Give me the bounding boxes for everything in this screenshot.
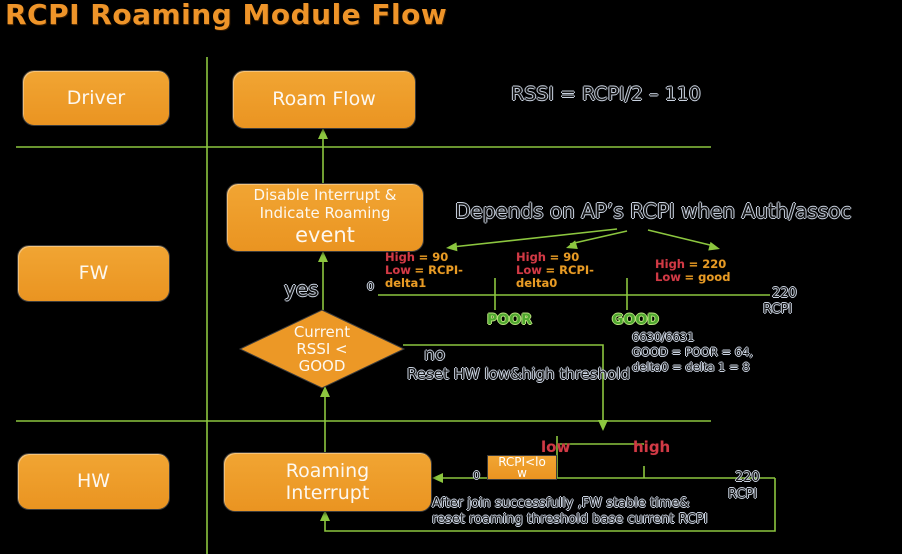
after-join-text: After join successfully ,FW stable time&…	[432, 496, 708, 527]
arrowhead-depends-mid	[566, 240, 578, 249]
disable-interrupt-line3: event	[295, 222, 355, 247]
lane-driver-box: Driver	[22, 70, 170, 126]
depends-arrow-right	[647, 229, 715, 247]
fw-axis-zero-label: 0	[367, 280, 374, 293]
disable-interrupt-line1: Disable Interrupt &	[253, 186, 397, 205]
disable-interrupt-node: Disable Interrupt & Indicate Roaming eve…	[226, 183, 424, 252]
rssi-formula-text: RSSI = RCPI/2 – 110	[511, 83, 701, 105]
hw-axis-unit-label: RCPI	[728, 487, 758, 502]
yes-label: yes	[284, 277, 319, 301]
decision-line3: GOOD	[298, 356, 346, 375]
reset-threshold-text: Reset HW low&high threshold	[407, 365, 630, 383]
hw-axis-end-label: 220	[735, 470, 760, 485]
feedback-loop	[324, 478, 776, 532]
depends-text: Depends on AP’s RCPI when Auth/assoc	[455, 199, 852, 223]
fw-axis-end-label: 220	[772, 286, 797, 301]
arrowhead-up-roamflow	[318, 128, 328, 139]
arrowhead-depends-left	[446, 242, 458, 252]
lane-hw-label: HW	[76, 470, 111, 493]
depends-arrow-mid	[569, 230, 628, 245]
roaming-interrupt-node: Roaming Interrupt	[223, 452, 432, 512]
fw-axis-poor-label: POOR	[487, 312, 532, 328]
no-label: no	[424, 345, 446, 365]
arrowhead-up-decision	[320, 386, 330, 397]
roaming-interrupt-line1: Roaming	[285, 459, 370, 482]
disable-interrupt-line2: Indicate Roaming	[259, 204, 391, 223]
decision-line1: Current	[293, 322, 351, 341]
lane-hw-box: HW	[17, 453, 170, 510]
fw-zone3-label: High = 220 Low = good	[655, 257, 731, 284]
hw-high-label: high	[633, 438, 671, 456]
rcpi-low-threshold-label: RCPI<low	[498, 454, 546, 480]
hw-axis-zero-label: 0	[473, 469, 480, 482]
decision-line2: RSSI <	[296, 339, 348, 358]
fw-axis-unit-label: RCPI	[763, 302, 793, 317]
decision-diamond-shape	[238, 309, 406, 389]
arrowhead-up-feedback	[320, 510, 330, 521]
arrowhead-left-interrupt	[432, 473, 443, 483]
fw-axis-good-label: GOOD	[612, 312, 659, 328]
page-title: RCPI Roaming Module Flow	[5, 0, 448, 31]
arrowhead-depends-right	[708, 241, 720, 251]
roam-flow-node: Roam Flow	[232, 70, 416, 129]
roaming-interrupt-line2: Interrupt	[285, 482, 370, 504]
lane-fw-box: FW	[17, 245, 170, 302]
connector-no-path	[403, 344, 604, 424]
chip-note-text: 6630/6631 GOOD = POOR = 64, delta0 = del…	[632, 330, 754, 374]
lane-fw-label: FW	[78, 262, 109, 285]
arrowhead-up-yes	[318, 251, 328, 262]
hw-low-label: low	[541, 438, 571, 456]
fw-zone1-label: High = 90 Low = RCPI- delta1	[385, 250, 463, 290]
rcpi-low-threshold-box: RCPI<low	[487, 455, 557, 480]
roam-flow-label: Roam Flow	[272, 88, 376, 111]
lane-driver-label: Driver	[66, 86, 126, 109]
arrowhead-down-no	[598, 420, 608, 431]
fw-zone2-label: High = 90 Low = RCPI- delta0	[516, 250, 594, 290]
depends-arrow-left	[451, 228, 618, 248]
decision-node: Current RSSI < GOOD	[240, 310, 404, 388]
